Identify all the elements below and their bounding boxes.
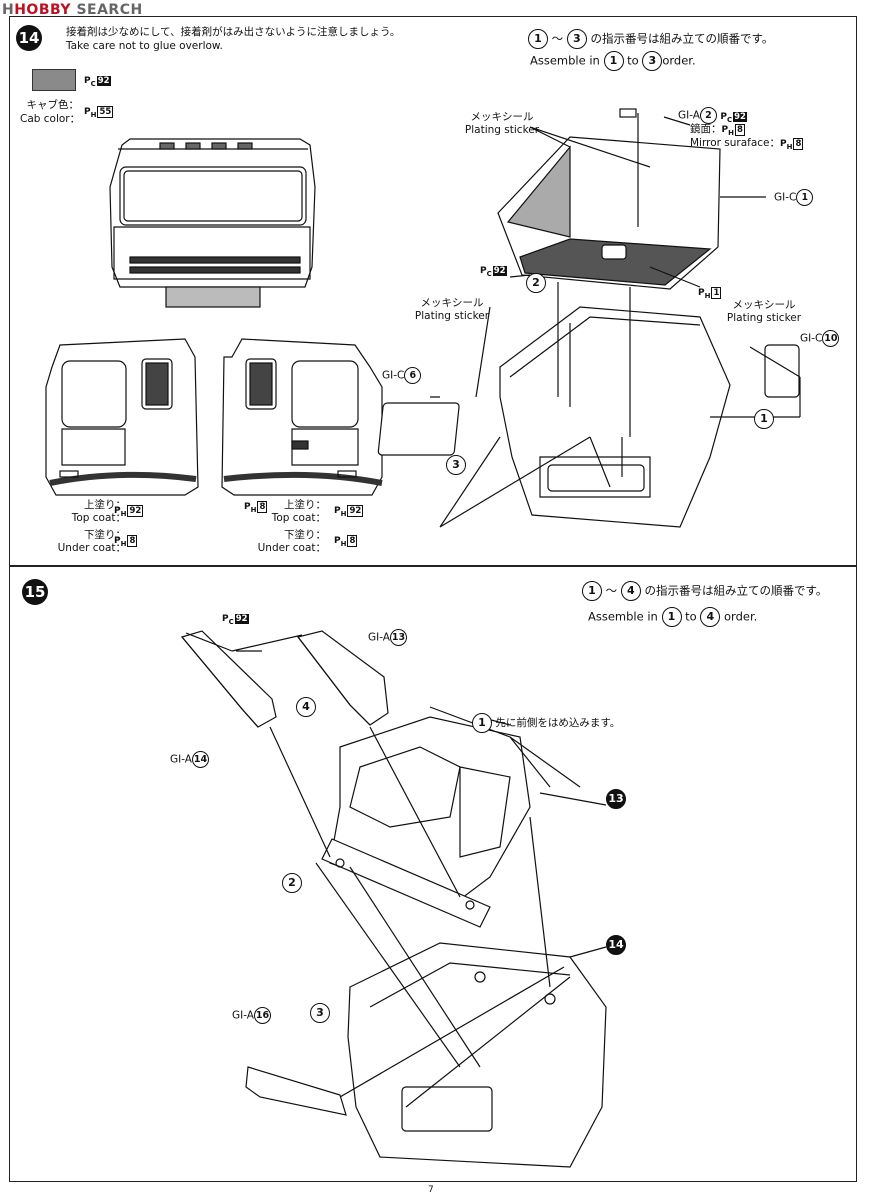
cab-front-view	[109, 138, 316, 308]
step14-callout-2: 2	[526, 273, 546, 293]
step14-callout-3: 3	[446, 455, 466, 475]
sticker-gi-c6	[377, 402, 460, 456]
cab-color-jp: キャブ色：	[26, 99, 80, 111]
ref-step-13: 13	[606, 789, 626, 809]
paint-swatch	[32, 69, 76, 91]
order-note-jp: 1 ～ 3 の指示番号は組み立ての順番です。	[528, 29, 773, 49]
step14-callout-1: 1	[754, 409, 774, 429]
undercoat-label-left: 下塗り：Under coat：	[57, 529, 126, 554]
step15-order-note-jp: 1 ～ 4 の指示番号は組み立ての順番です。	[582, 581, 827, 601]
topcoat-label-left: 上塗り：Top coat：	[71, 499, 126, 524]
step15-callout-2: 2	[282, 873, 302, 893]
visor-gi-a14	[180, 630, 277, 728]
cab-body-lower	[499, 306, 731, 528]
step-14-drawing	[45, 108, 801, 528]
cab-body-lower-15	[347, 942, 607, 1168]
glue-note-jp: 接着剤は少なめにして、接着剤がはみ出さないように注意しましょう。	[66, 26, 401, 38]
cab-color-en: Cab color：	[20, 113, 81, 125]
step-14-panel: 14 接着剤は少なめにして、接着剤がはみ出さないように注意しましょう。 Take…	[9, 16, 857, 566]
glue-note-en: Take care not to glue overlow.	[66, 40, 223, 52]
front-first-note: 1 先に前側をはめ込みます。	[472, 713, 620, 733]
step-15-number: 15	[22, 579, 48, 605]
page-number: 7	[428, 1185, 434, 1195]
watermark-logo: HHOBBY SEARCH	[2, 2, 143, 18]
step15-callout-4: 4	[296, 697, 316, 717]
ref-step-14: 14	[606, 935, 626, 955]
step-14-number: 14	[16, 25, 42, 51]
cab-right-side-view	[221, 338, 383, 496]
part-gi-a16	[245, 1066, 347, 1116]
topcoat-label-right: 上塗り：Top coat：	[271, 499, 326, 524]
step15-callout-3: 3	[310, 1003, 330, 1023]
dashboard-assembly	[321, 716, 531, 928]
step-15-drawing	[180, 630, 607, 1168]
step15-order-note-en: Assemble in 1 to 4 order.	[588, 607, 757, 627]
tray-part-gi-c1	[497, 108, 721, 290]
cab-left-side-view	[45, 338, 199, 496]
step-15-panel: 15 1 ～ 4 の指示番号は組み立ての順番です。 Assemble in 1 …	[9, 566, 857, 1182]
undercoat-label-right: 下塗り：Under coat：	[257, 529, 326, 554]
sticker-gi-c10	[764, 344, 800, 398]
